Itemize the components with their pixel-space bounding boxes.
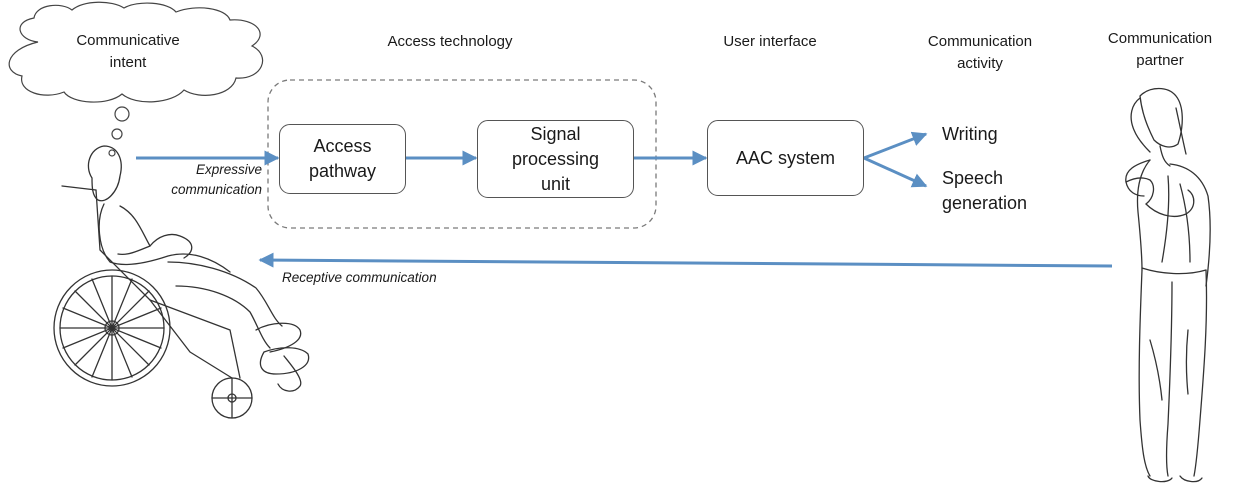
speech-generation-label: Speech generation — [942, 168, 1028, 213]
access-pathway-box: Access pathway — [279, 124, 406, 194]
aac-to-speech-arrow — [863, 156, 928, 188]
receptive-arrow — [258, 252, 1113, 268]
thought-cloud-icon — [8, 1, 264, 157]
access-technology-label: Access technology — [387, 33, 513, 50]
user-interface-label: User interface — [723, 33, 817, 50]
signal-processing-text: Signal processing unit — [511, 123, 600, 194]
communication-partner-label: Communication partner — [1107, 30, 1213, 69]
communication-activity-label: Communication activity — [927, 33, 1033, 72]
expressive-communication-label: Expressive communication — [171, 162, 262, 197]
aac-system-text: AAC system — [735, 147, 836, 168]
wheelchair-user-icon — [53, 145, 310, 419]
aac-to-writing-arrow — [863, 131, 928, 160]
signal-processing-box: Signal processing unit — [477, 120, 634, 198]
access-pathway-text: Access pathway — [308, 136, 377, 181]
writing-label: Writing — [942, 124, 998, 144]
receptive-communication-label: Receptive communication — [282, 270, 437, 285]
partner-icon — [1125, 87, 1211, 483]
flow-arrows — [136, 131, 1113, 268]
aac-system-box: AAC system — [707, 120, 864, 196]
communicative-intent-label: Communicative intent — [76, 32, 180, 71]
